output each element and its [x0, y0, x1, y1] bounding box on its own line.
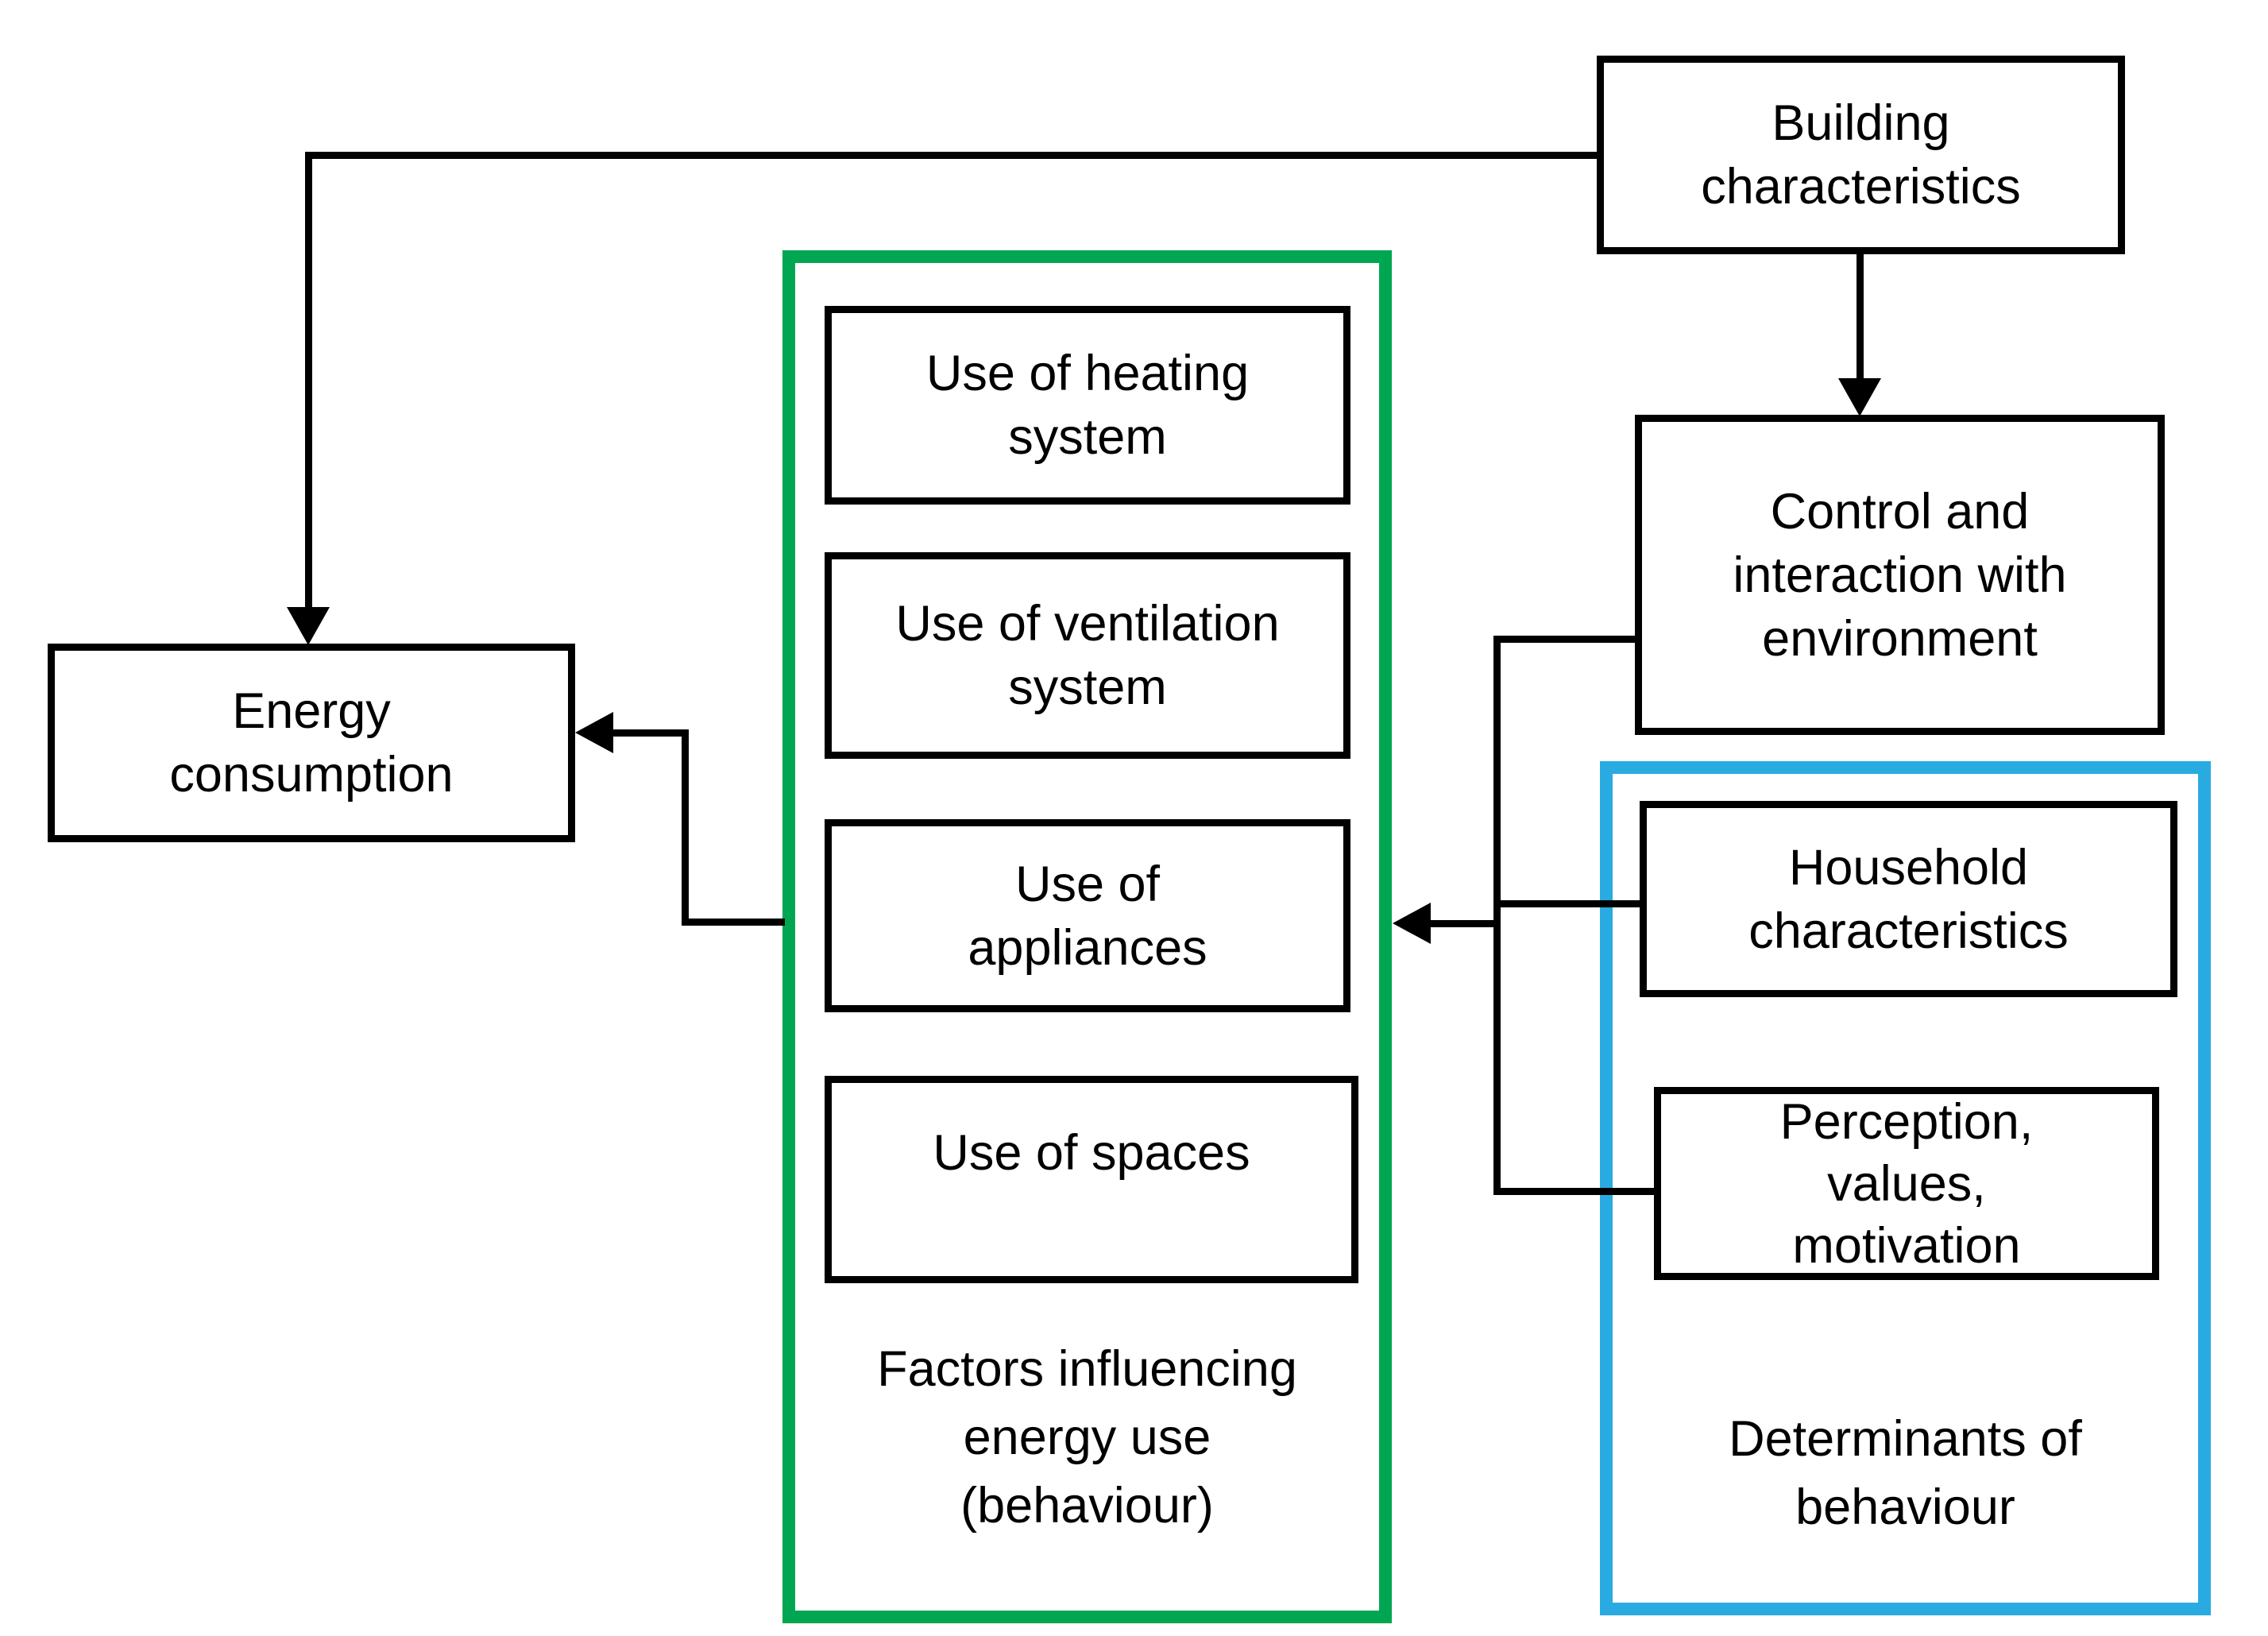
determinants-group-label: Determinants of behaviour: [1729, 1411, 2082, 1535]
arrowhead-into-factors-group: [1393, 903, 1431, 944]
box-building-characteristics: Building characteristics: [1597, 56, 2125, 254]
connector-perception-horizontal: [1493, 1188, 1657, 1195]
box-perception-values-motivation: Perception, values, motivation: [1654, 1087, 2159, 1280]
box-energy-consumption: Energy consumption: [48, 644, 575, 842]
box-use-of-spaces: Use of spaces: [825, 1076, 1358, 1283]
box-use-of-heating-system: Use of heating system: [825, 306, 1350, 505]
box-use-of-appliances: Use of appliances: [825, 819, 1350, 1012]
box-household-characteristics: Household characteristics: [1640, 801, 2177, 997]
connector-factors-to-energy-h1: [612, 729, 688, 737]
connector-arrow-horizontal: [1431, 920, 1497, 927]
box-use-of-ventilation-system: Use of ventilation system: [825, 552, 1350, 759]
connector-household-horizontal: [1493, 900, 1643, 907]
arrowhead-into-energy-top: [287, 607, 330, 645]
connector-trunk-vertical: [1493, 636, 1501, 1194]
arrowhead-into-energy-right: [575, 712, 613, 753]
connector-factors-to-energy-vertical: [682, 729, 689, 926]
connector-building-to-control-vertical: [1857, 254, 1864, 378]
box-control-interaction: Control and interaction with environment: [1635, 415, 2165, 735]
arrowhead-into-control-top: [1838, 378, 1881, 416]
connector-building-to-energy-vertical: [305, 152, 312, 609]
factors-group-label: Factors influencing energy use (behaviou…: [877, 1341, 1297, 1534]
factors-group-frame: [782, 250, 1392, 1623]
connector-factors-to-energy-h2: [682, 919, 785, 926]
connector-building-to-energy-horizontal: [305, 152, 1600, 159]
connector-control-horizontal: [1493, 636, 1638, 643]
